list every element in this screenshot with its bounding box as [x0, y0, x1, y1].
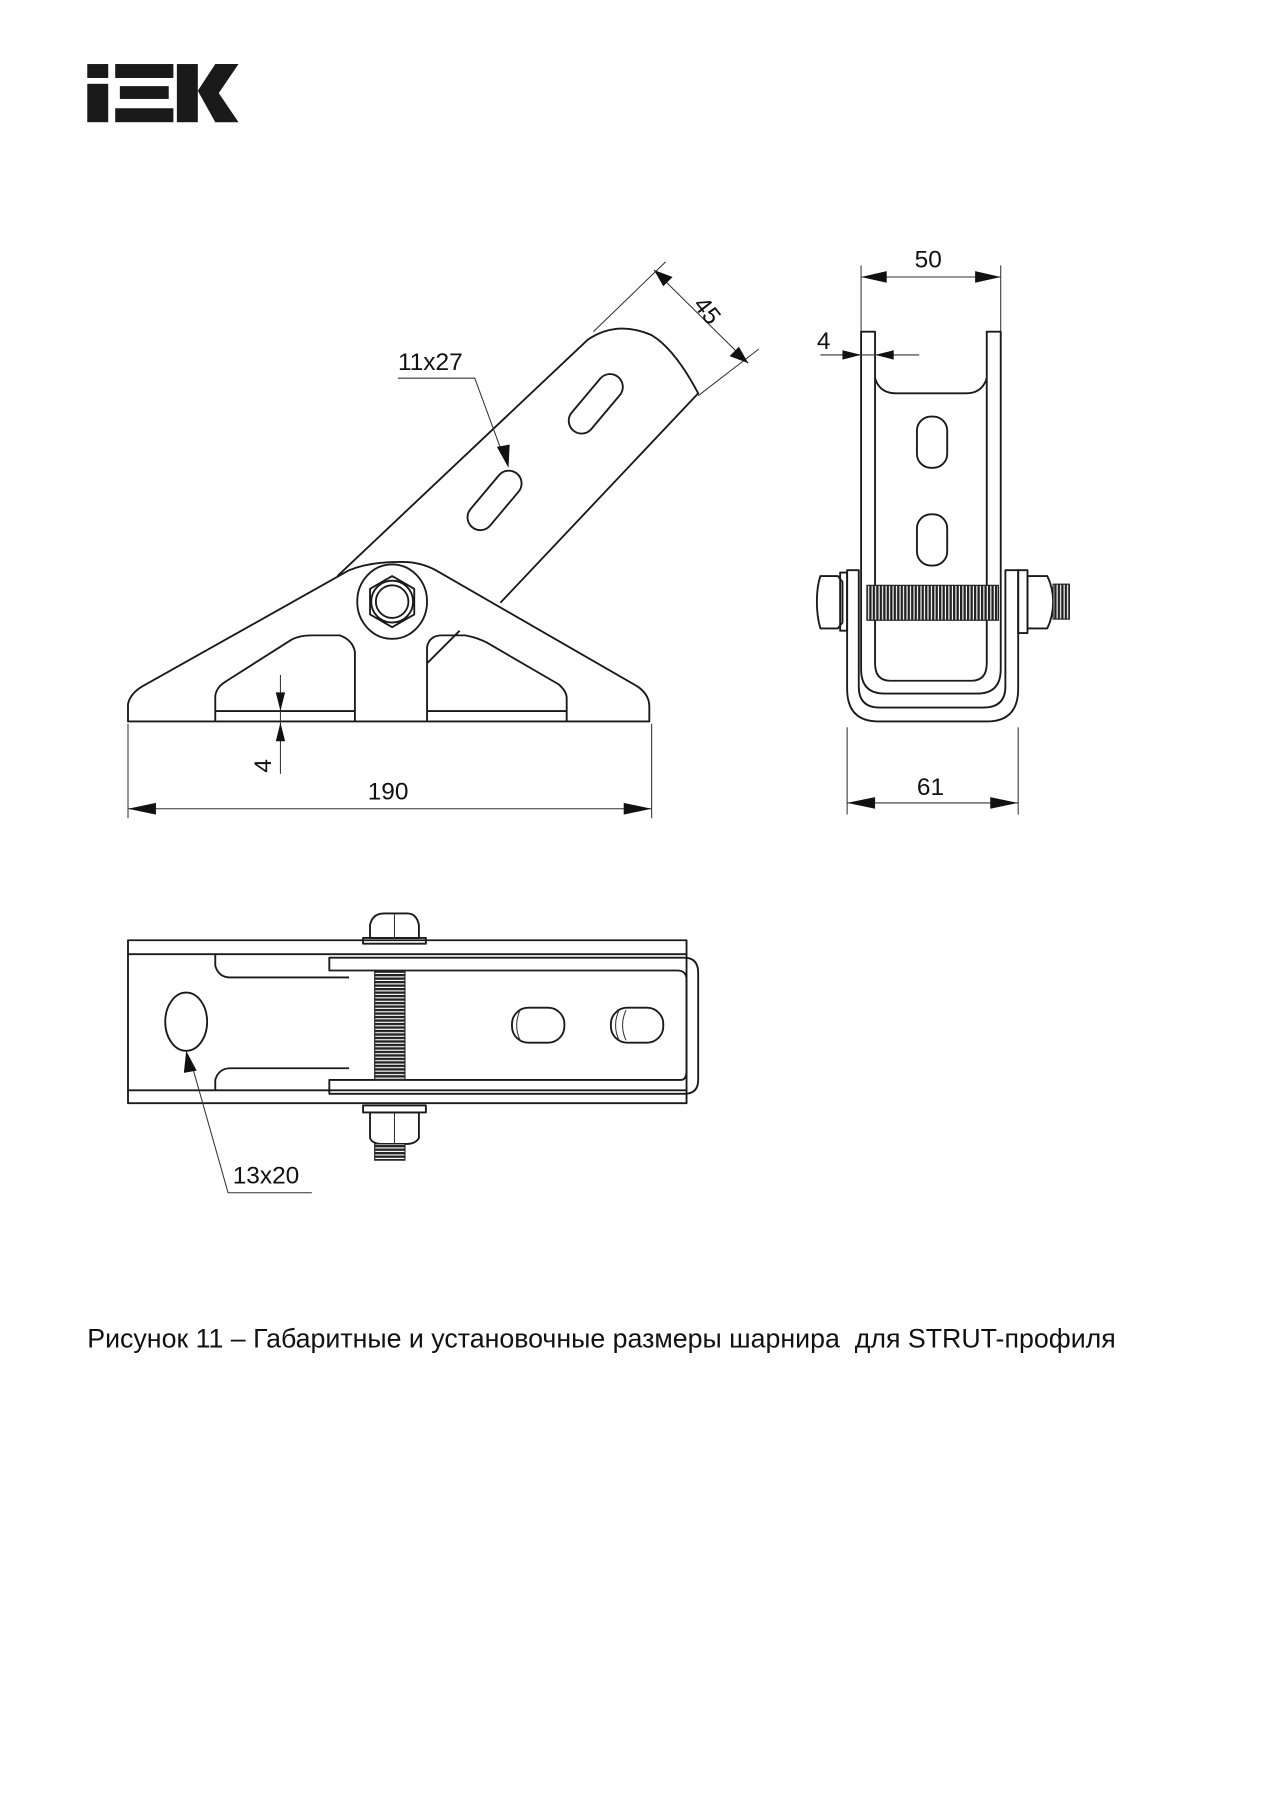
iek-logo	[87, 64, 239, 123]
slot-label-11x27: 11x27	[398, 349, 463, 376]
slot-upper	[567, 373, 624, 435]
dim-overall-length: 190	[368, 778, 409, 805]
dim-arm-width: 45	[688, 292, 726, 330]
hinge-bolt	[356, 563, 428, 640]
dim-inner-width: 50	[915, 247, 942, 274]
top-view: 13x20	[127, 912, 700, 1194]
side-view: 45 11x27 4 190	[127, 261, 760, 819]
slot-label-13x20: 13x20	[233, 1162, 300, 1189]
dim-plate-thickness: 4	[250, 759, 277, 773]
figure-caption: Рисунок 11 – Габаритные и установочные р…	[87, 1324, 1115, 1354]
dim-outer-width: 61	[917, 774, 944, 801]
slot-lower	[466, 469, 523, 532]
dim-wall-thickness: 4	[817, 328, 831, 355]
front-view: 50 4 61	[815, 247, 1070, 815]
